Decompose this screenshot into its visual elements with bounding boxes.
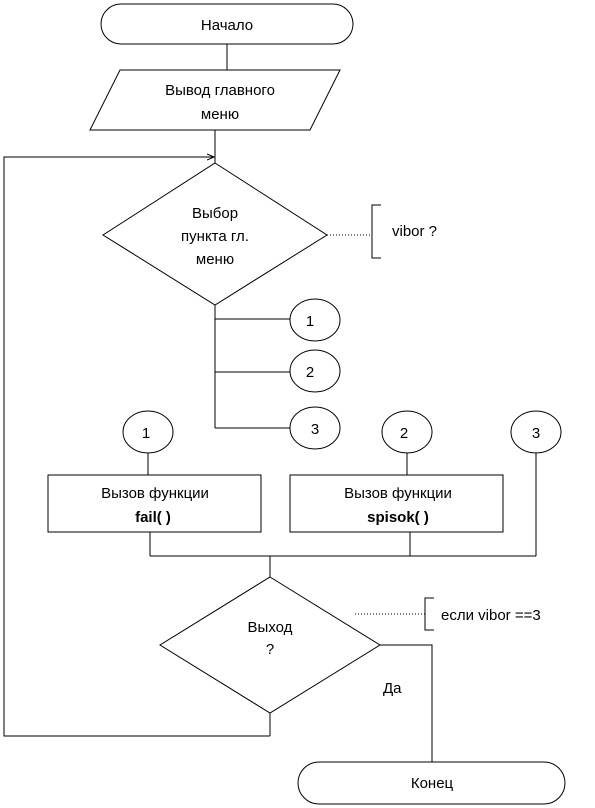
yes-path-line <box>380 644 433 766</box>
comment-exit-text: если vibor ==3 <box>441 607 541 624</box>
connector-in-1-label: 1 <box>142 425 150 442</box>
call-fail-line1: Вызов функции <box>101 485 209 502</box>
decision-select-line3: меню <box>196 251 234 268</box>
start-terminator: Начало <box>100 3 354 45</box>
output-menu-parallelogram: Вывод главного меню <box>89 69 341 131</box>
start-label: Начало <box>201 17 253 34</box>
end-label: Конец <box>411 775 454 792</box>
process-call-spisok: Вызов функции spisok( ) <box>289 474 504 533</box>
comment-exit-bracket <box>424 597 434 631</box>
end-terminator: Конец <box>297 761 566 805</box>
connector-out-2: 2 <box>289 349 341 393</box>
call-spisok-line1: Вызов функции <box>344 485 452 502</box>
connector-out-3-label: 3 <box>311 421 319 438</box>
call-spisok-line2: spisok( ) <box>367 509 429 526</box>
connector-in-2: 2 <box>381 410 433 454</box>
call-fail-line2: fail( ) <box>135 509 171 526</box>
connector-out-2-label: 2 <box>306 364 314 381</box>
loop-back-arrow <box>3 157 270 737</box>
comment-select-text: vibor ? <box>392 223 437 240</box>
connector-out-1-label: 1 <box>306 313 314 330</box>
output-menu-label-line1: Вывод главного <box>165 82 275 99</box>
connector-in-3-label: 3 <box>532 425 540 442</box>
decision-select-diamond: Выбор пункта гл. меню <box>102 162 328 306</box>
comment-bracket <box>371 204 381 259</box>
decision-select-line2: пункта гл. <box>181 228 249 245</box>
connector-in-1: 1 <box>122 410 174 454</box>
decision-exit-diamond: Выход ? <box>159 576 381 714</box>
connector-in-3: 3 <box>510 410 562 454</box>
yes-label: Да <box>383 680 402 697</box>
connector-in-2-label: 2 <box>400 425 408 442</box>
connector-out-1: 1 <box>289 298 341 342</box>
connector-out-3: 3 <box>289 406 341 450</box>
decision-exit-line2: ? <box>266 641 274 658</box>
decision-select-line1: Выбор <box>192 205 238 222</box>
output-menu-label-line2: меню <box>201 106 239 123</box>
process-call-fail: Вызов функции fail( ) <box>47 474 262 533</box>
decision-exit-line1: Выход <box>248 619 293 636</box>
